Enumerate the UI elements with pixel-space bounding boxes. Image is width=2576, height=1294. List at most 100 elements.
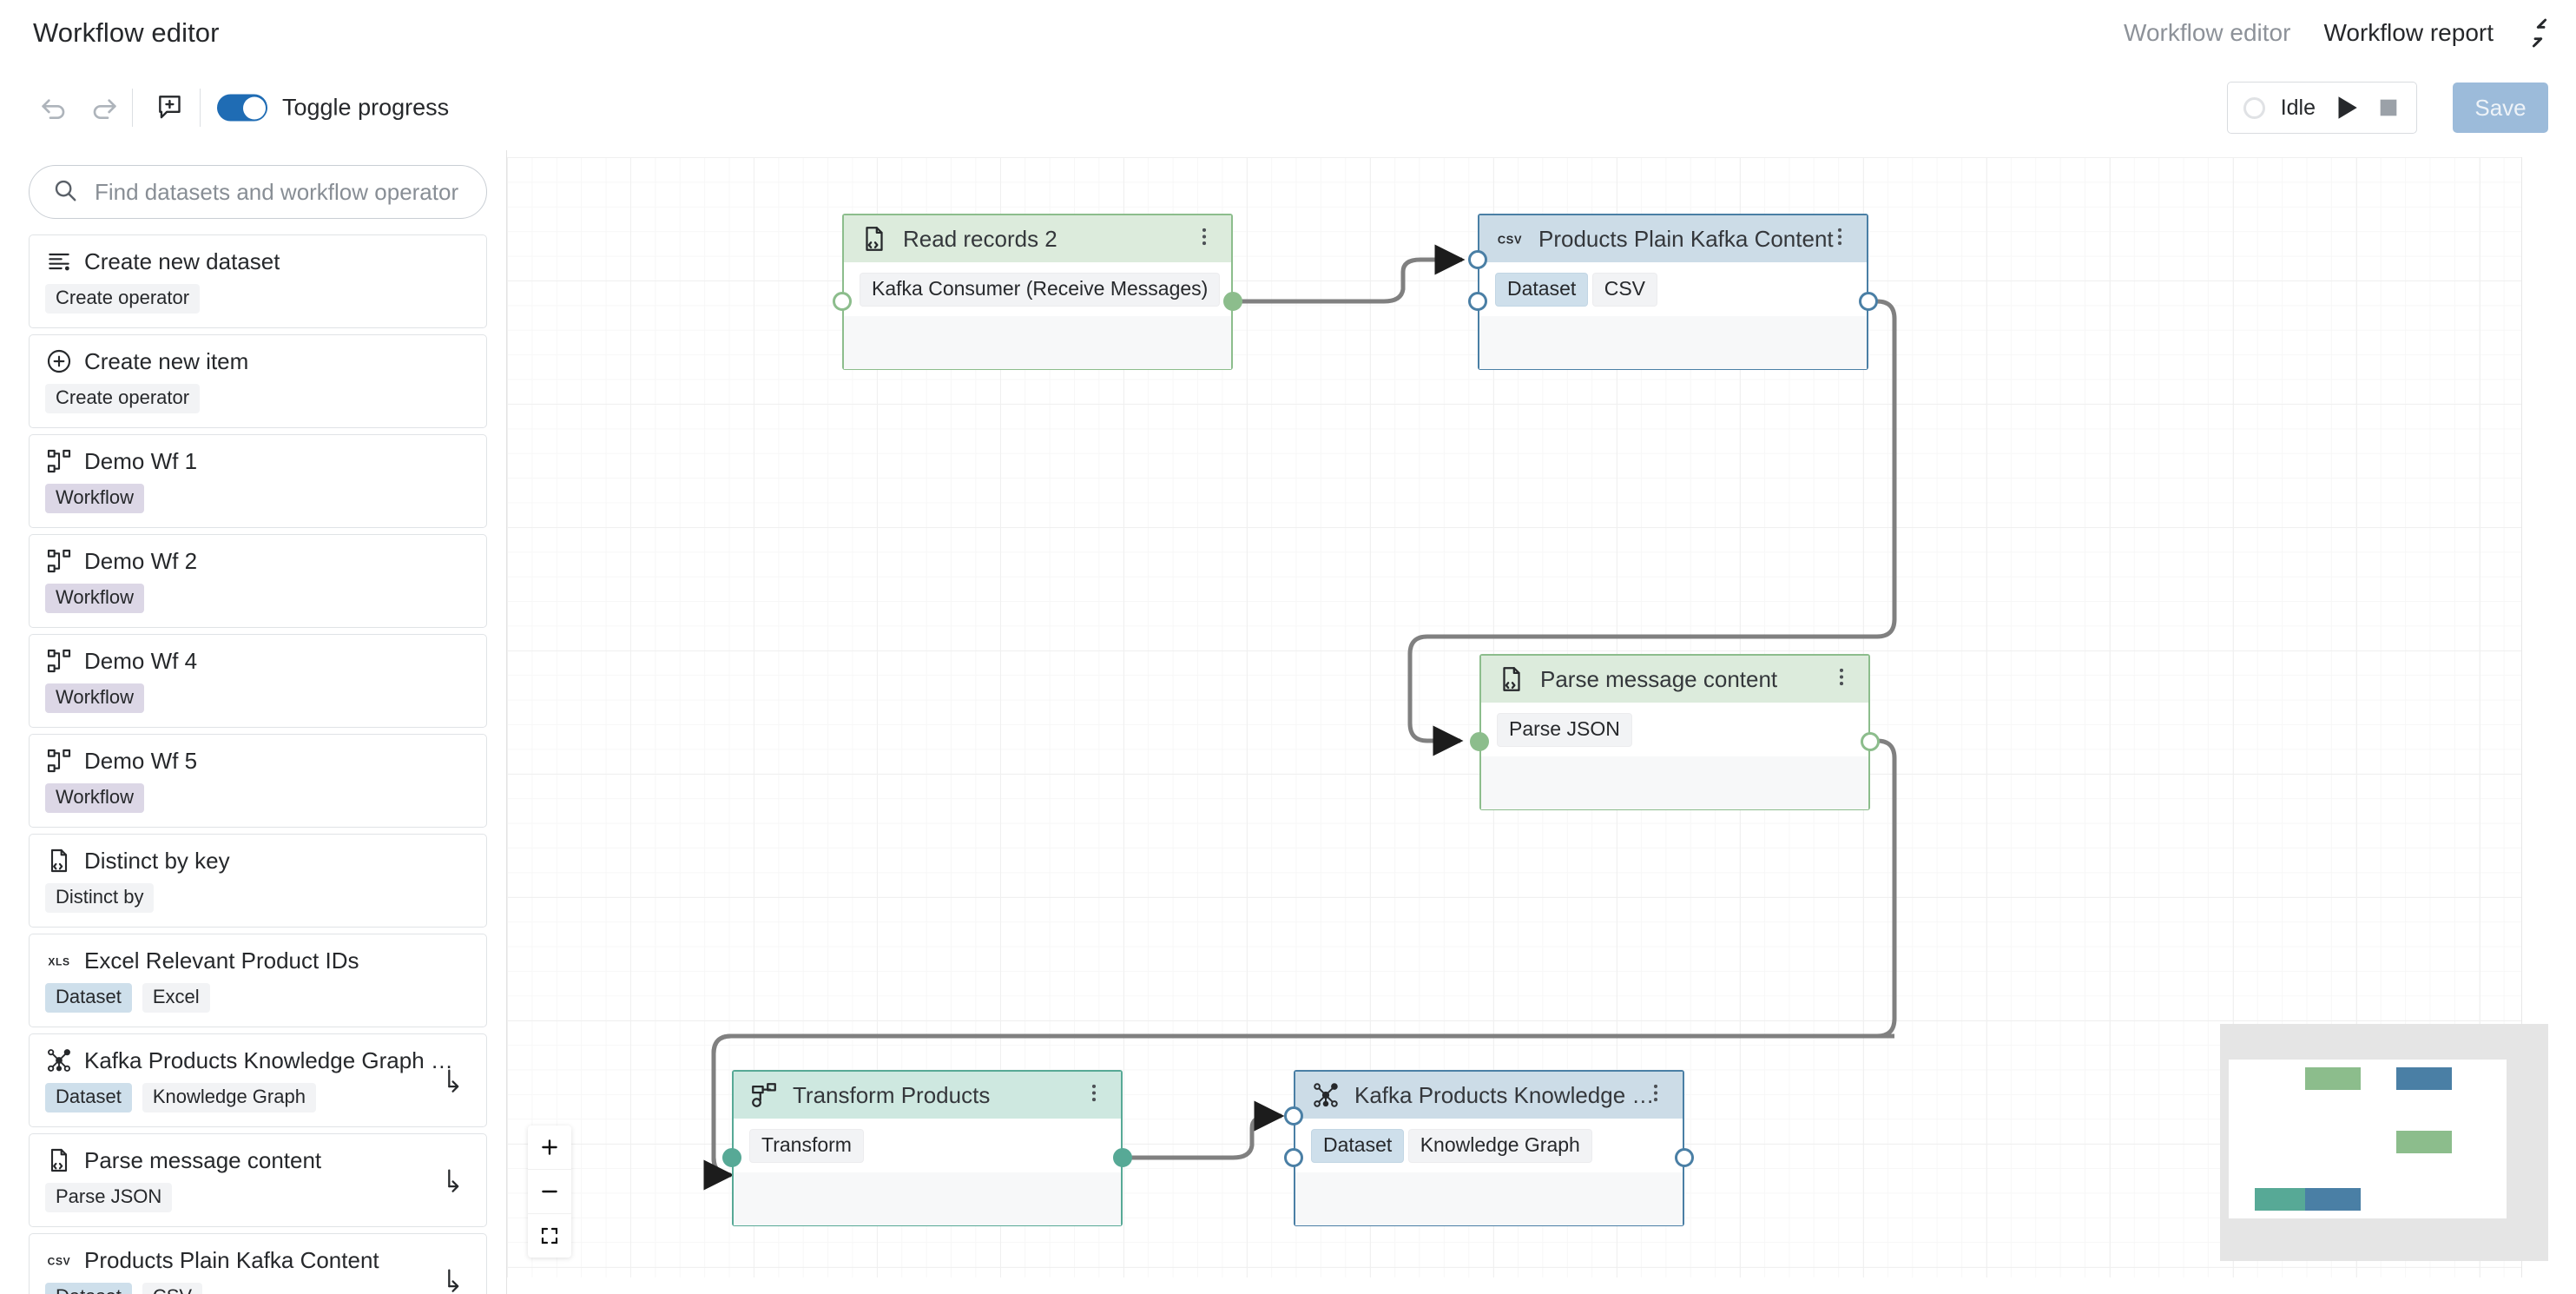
workflow-icon xyxy=(45,547,73,575)
node-tag: Knowledge Graph xyxy=(1407,1129,1592,1163)
drop-arrow-icon[interactable] xyxy=(439,1265,469,1294)
toggle-track xyxy=(217,94,267,122)
sidebar-item-head: Distinct by key xyxy=(45,847,471,875)
minimap-viewport[interactable] xyxy=(2229,1060,2507,1218)
knowledge-graph-icon xyxy=(45,1046,73,1074)
node-footer xyxy=(1295,1172,1683,1225)
toggle-progress-switch[interactable]: Toggle progress xyxy=(217,94,449,122)
drop-arrow-icon[interactable] xyxy=(439,1066,469,1095)
sidebar-item-tag: Create operator xyxy=(45,284,201,314)
sidebar-item-tag: Workflow xyxy=(45,683,145,713)
sidebar-item-tag: Distinct by xyxy=(45,883,155,913)
node-footer xyxy=(734,1172,1121,1225)
node-port[interactable] xyxy=(1470,732,1489,751)
sidebar-item[interactable]: Demo Wf 5 Workflow xyxy=(29,734,487,828)
undo-icon[interactable] xyxy=(35,88,75,128)
node-port[interactable] xyxy=(1861,732,1880,751)
node-port[interactable] xyxy=(1859,292,1878,311)
drop-arrow-icon[interactable] xyxy=(439,1165,469,1195)
sidebar-item-tag: Workflow xyxy=(45,783,145,813)
node-header[interactable]: Kafka Products Knowledge … xyxy=(1295,1072,1683,1119)
minimap-node xyxy=(2396,1067,2452,1090)
file-code-icon xyxy=(860,224,889,254)
node-body: Parse JSON xyxy=(1481,703,1868,756)
sidebar-item-tag: Workflow xyxy=(45,484,145,513)
sidebar-item-tag: Parse JSON xyxy=(45,1183,173,1212)
node-menu-icon[interactable] xyxy=(1193,226,1216,253)
node-port[interactable] xyxy=(1468,250,1487,269)
toolbar-divider-2 xyxy=(200,89,201,127)
workflow-node[interactable]: Kafka Products Knowledge …Dataset Knowle… xyxy=(1294,1070,1684,1226)
node-port[interactable] xyxy=(1468,292,1487,311)
node-port[interactable] xyxy=(833,292,852,311)
fit-screen-icon[interactable] xyxy=(528,1214,571,1258)
svg-text:CSV: CSV xyxy=(48,1255,71,1267)
node-header[interactable]: Parse message content xyxy=(1481,656,1868,703)
sidebar-item-head: Demo Wf 5 xyxy=(45,747,471,775)
transform-icon xyxy=(749,1080,779,1110)
search-input[interactable] xyxy=(93,177,461,207)
sidebar-item-tag: Dataset xyxy=(45,1083,132,1112)
sidebar-item-label: Products Plain Kafka Content xyxy=(84,1246,379,1273)
sidebar-item-tags: Parse JSON xyxy=(45,1183,471,1212)
search-box[interactable] xyxy=(29,165,487,219)
node-tag: Parse JSON xyxy=(1497,713,1632,747)
workflow-icon xyxy=(45,447,73,475)
node-port[interactable] xyxy=(1284,1148,1303,1167)
node-menu-icon[interactable] xyxy=(1083,1082,1105,1109)
node-menu-icon[interactable] xyxy=(1830,666,1853,693)
node-menu-icon[interactable] xyxy=(1644,1082,1667,1109)
node-footer xyxy=(1481,756,1868,809)
zoom-in-button[interactable] xyxy=(528,1126,571,1170)
sidebar-item-head: Create new dataset xyxy=(45,248,471,275)
tab-workflow-editor[interactable]: Workflow editor xyxy=(2124,18,2291,46)
node-port[interactable] xyxy=(1223,292,1242,311)
sidebar-item-head: Kafka Products Knowledge Graph … xyxy=(45,1046,471,1074)
sidebar-item-tags: Workflow xyxy=(45,683,471,713)
minimap[interactable] xyxy=(2220,1024,2548,1261)
add-comment-icon[interactable] xyxy=(151,88,191,128)
save-button[interactable]: Save xyxy=(2453,83,2548,133)
node-header[interactable]: Transform Products xyxy=(734,1072,1121,1119)
tab-workflow-report[interactable]: Workflow report xyxy=(2323,18,2494,46)
play-icon[interactable] xyxy=(2331,93,2361,122)
node-menu-icon[interactable] xyxy=(1828,226,1851,253)
zoom-out-button[interactable] xyxy=(528,1170,571,1214)
node-port[interactable] xyxy=(722,1148,741,1167)
sidebar-item-tag: Dataset xyxy=(45,1283,132,1294)
node-port[interactable] xyxy=(1284,1106,1303,1126)
file-code-icon xyxy=(45,1146,73,1174)
node-body: Dataset CSV xyxy=(1479,262,1867,316)
node-port[interactable] xyxy=(1675,1148,1694,1167)
collapse-diagonal-icon[interactable] xyxy=(2522,16,2557,50)
sidebar-item-label: Parse message content xyxy=(84,1146,322,1173)
stop-icon[interactable] xyxy=(2376,96,2401,120)
sidebar-item[interactable]: Demo Wf 1 Workflow xyxy=(29,434,487,528)
toggle-knob xyxy=(242,96,266,119)
redo-icon[interactable] xyxy=(83,88,123,128)
minimap-node xyxy=(2255,1188,2310,1211)
sidebar-item-head: Demo Wf 1 xyxy=(45,447,471,475)
node-header[interactable]: Read records 2 xyxy=(844,215,1231,262)
xls-icon: XLS xyxy=(45,947,73,974)
sidebar-item-label: Demo Wf 1 xyxy=(84,447,198,474)
minimap-node xyxy=(2305,1067,2361,1090)
node-port[interactable] xyxy=(1113,1148,1132,1167)
